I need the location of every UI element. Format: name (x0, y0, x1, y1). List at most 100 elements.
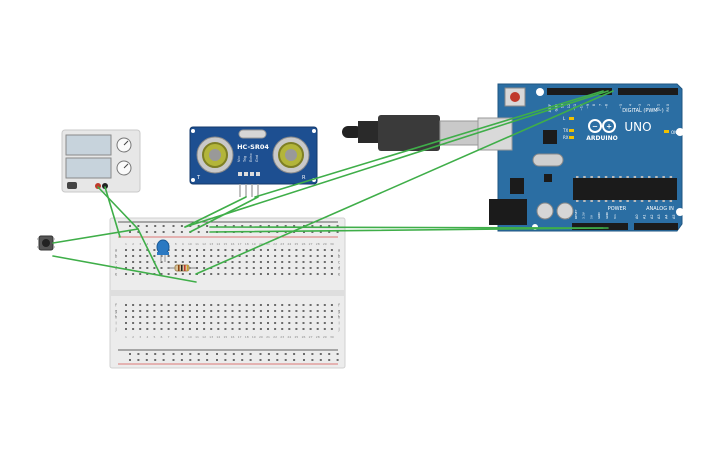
column-number: 21 (266, 335, 270, 339)
pin-vcc[interactable] (238, 172, 242, 176)
column-number: 6 (161, 335, 163, 339)
column-number: 17 (238, 335, 242, 339)
digital-pin-label: ~9 (586, 104, 590, 109)
power-pin-label: GND (605, 211, 609, 219)
column-number: 16 (231, 335, 235, 339)
sensor-corner-r: R (302, 175, 306, 181)
voltage-display (65, 134, 112, 156)
wire-digital-2[interactable] (254, 90, 604, 198)
digital-pin-label: ~10 (580, 104, 584, 111)
usb-chip (543, 130, 557, 144)
digital-header-right[interactable] (618, 88, 678, 95)
column-number: 1 (125, 242, 127, 246)
row-letter: i (115, 321, 116, 326)
column-number: 28 (316, 242, 320, 246)
push-button[interactable] (37, 235, 55, 251)
wire-digital-3[interactable] (195, 90, 614, 275)
digital-pin-label: 12 (567, 104, 571, 108)
pin-echo[interactable] (250, 172, 254, 176)
row-letter: a (115, 248, 118, 253)
analog-pin-label: A1 (642, 214, 646, 219)
analog-pin-label: A2 (650, 214, 654, 219)
wire-sensor-trig[interactable] (184, 196, 247, 228)
analog-header[interactable] (634, 223, 678, 230)
ultrasonic-sensor[interactable]: HC-SR04 Vcc Trig Echo Gnd T R (189, 126, 318, 197)
column-number: 30 (330, 242, 334, 246)
negative-terminal[interactable] (102, 183, 108, 189)
column-number: 18 (245, 242, 249, 246)
wire-digital-1[interactable] (184, 90, 609, 228)
column-number: 2 (132, 242, 134, 246)
row-letter: e (115, 272, 118, 277)
column-number: 13 (209, 335, 213, 339)
column-number: 26 (302, 242, 306, 246)
current-display (65, 157, 112, 179)
column-number: 3 (139, 242, 141, 246)
column-number: 10 (188, 242, 192, 246)
column-number: 8 (175, 242, 177, 246)
wire-power-5v[interactable] (209, 227, 609, 233)
power-header[interactable] (572, 223, 628, 230)
analog-pin-label: A4 (665, 214, 669, 219)
column-number: 23 (280, 242, 284, 246)
led-label-rx: RX (563, 135, 569, 140)
digital-pin-label: ~5 (619, 104, 623, 109)
wire-button-2[interactable] (52, 255, 197, 283)
row-letter: c (338, 260, 340, 265)
usb-cable[interactable] (342, 115, 479, 151)
analog-pin-label: A0 (635, 214, 639, 219)
column-number: 27 (309, 242, 313, 246)
row-letter: g (338, 309, 341, 314)
column-number: 28 (316, 335, 320, 339)
resistor[interactable] (168, 264, 196, 272)
column-number: 5 (153, 242, 155, 246)
wires[interactable] (52, 90, 614, 283)
digital-header-left[interactable] (547, 88, 612, 95)
wire-supply-negative[interactable] (104, 186, 121, 238)
row-letter: g (115, 309, 118, 314)
breadboard-holes (125, 225, 339, 361)
column-number: 4 (146, 242, 148, 246)
power-supply[interactable] (61, 129, 141, 193)
column-number: 24 (287, 335, 291, 339)
led-label-l: L (563, 116, 566, 121)
power-pin-label: 5V (589, 214, 593, 219)
column-number: 14 (216, 335, 220, 339)
column-number: 16 (231, 242, 235, 246)
column-number: 22 (273, 335, 277, 339)
column-number: 29 (323, 335, 327, 339)
center-channel (110, 290, 345, 296)
wire-power-gnd[interactable] (209, 226, 604, 229)
column-number: 12 (202, 335, 206, 339)
digital-pin-label: ~6 (605, 104, 609, 109)
blue-led[interactable] (156, 239, 170, 262)
row-letter: j (337, 327, 339, 332)
barrel-jack[interactable] (489, 199, 527, 225)
column-number: 9 (182, 335, 184, 339)
digital-pin-label: 7 (598, 104, 602, 106)
on-label: ON (671, 130, 677, 135)
column-number: 11 (195, 242, 199, 246)
pin-trig[interactable] (244, 172, 248, 176)
analog-pin-label: A5 (672, 214, 676, 219)
on-led-icon (664, 130, 669, 133)
arduino-logo-icon: − + (588, 119, 616, 133)
power-switch[interactable] (67, 182, 77, 189)
column-number: 13 (209, 242, 213, 246)
digital-header-label: DIGITAL (PWM~) (622, 108, 664, 114)
pin-label-vcc: Vcc (237, 156, 241, 162)
column-number: 21 (266, 242, 270, 246)
wire-button-1[interactable] (52, 228, 139, 244)
digital-pin-label: 8 (592, 104, 596, 106)
column-number: 8 (175, 335, 177, 339)
pin-gnd[interactable] (256, 172, 260, 176)
column-number: 4 (146, 335, 148, 339)
capacitor-1 (536, 202, 554, 220)
row-letter: b (115, 254, 118, 259)
breadboard-column-numbers: 1122334455667788991010111112121313141415… (125, 242, 334, 339)
column-number: 14 (216, 242, 220, 246)
column-number: 5 (153, 335, 155, 339)
